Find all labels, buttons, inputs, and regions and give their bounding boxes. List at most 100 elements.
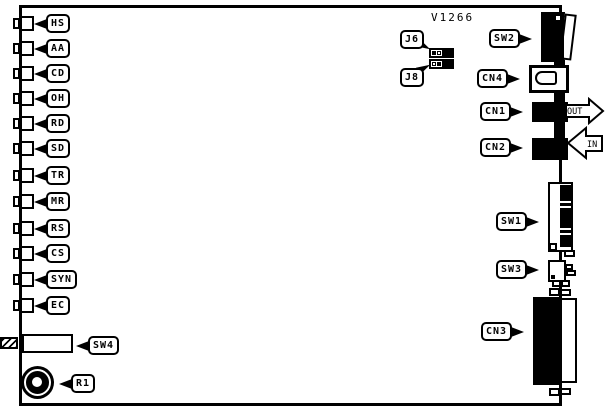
sw1-gap: [560, 233, 571, 235]
switch-label: SW3: [496, 260, 528, 279]
sw3-notch: [551, 275, 555, 279]
r1-ring: [24, 369, 51, 396]
led-label: SD: [46, 139, 71, 158]
led-row: RS: [13, 219, 71, 238]
led-pin: [13, 300, 20, 311]
sw4-tag: SW4: [76, 336, 120, 355]
sw1-tag: SW1: [496, 212, 540, 231]
sw1-gap: [560, 228, 571, 230]
led-indicator: [20, 91, 34, 106]
leader-arrow-icon: [510, 106, 524, 117]
cn4-tag: CN4: [477, 69, 521, 88]
jumper-shunt: [442, 61, 452, 67]
version-label: V1266: [431, 11, 475, 24]
leader-arrow-icon: [510, 142, 524, 153]
led-row: EC: [13, 296, 71, 315]
in-arrow-icon: IN: [566, 126, 603, 160]
cn3-mount-tab: [552, 280, 561, 287]
leader-arrow-icon: [34, 196, 47, 207]
cn4-connector: [529, 65, 569, 93]
jumper-shunt: [442, 50, 452, 56]
led-indicator: [20, 66, 34, 81]
led-indicator: [20, 272, 34, 287]
led-indicator: [20, 298, 34, 313]
led-row: SD: [13, 139, 71, 158]
connector-label: CN3: [481, 322, 513, 341]
switch-label: SW4: [88, 336, 120, 355]
led-pin: [13, 118, 20, 129]
led-row: MR: [13, 192, 71, 211]
leader-arrow-icon: [34, 68, 47, 79]
jumper-pin: [432, 51, 436, 55]
led-label: EC: [46, 296, 71, 315]
switch-label: SW2: [489, 29, 521, 48]
led-row: SYN: [13, 270, 78, 289]
leader-arrow-icon: [526, 264, 540, 275]
led-indicator: [20, 141, 34, 156]
cn2-tag: CN2: [480, 138, 524, 157]
sw3-tab: [565, 264, 573, 270]
led-label: TR: [46, 166, 71, 185]
sw2-notch: [556, 16, 560, 20]
connector-label: CN1: [480, 102, 512, 121]
cn4-jack-opening: [535, 71, 557, 85]
led-indicator: [20, 16, 34, 31]
switch-label: SW1: [496, 212, 528, 231]
led-label: RD: [46, 114, 71, 133]
jumper-pin: [437, 51, 441, 55]
cn3-mount-tab: [561, 280, 570, 287]
led-pin: [13, 143, 20, 154]
sw1-actuator-strip: [560, 185, 571, 247]
in-port-label: IN: [587, 140, 597, 150]
sw1-gap: [560, 201, 571, 203]
out-arrow-icon: OUT: [565, 97, 605, 125]
led-pin: [13, 196, 20, 207]
led-pin: [13, 68, 20, 79]
led-indicator: [20, 41, 34, 56]
jumper-pin: [432, 62, 436, 66]
r1-center-dot: [32, 377, 42, 387]
cn3-tag: CN3: [481, 322, 525, 341]
led-label: HS: [46, 14, 71, 33]
leader-arrow-icon: [34, 170, 47, 181]
leader-arrow-icon: [34, 118, 47, 129]
led-label: OH: [46, 89, 71, 108]
sw1-switch: [548, 182, 575, 257]
leader-arrow-icon: [34, 143, 47, 154]
led-label: CS: [46, 244, 71, 263]
sw1-notch: [549, 243, 557, 251]
led-pin: [13, 274, 20, 285]
led-row: HS: [13, 14, 71, 33]
leader-arrow-icon: [59, 378, 72, 389]
led-pin: [13, 18, 20, 29]
led-row: CD: [13, 64, 71, 83]
jumper-j6-block: [429, 48, 454, 58]
leader-arrow-icon: [34, 300, 47, 311]
potentiometer-label: R1: [71, 374, 96, 393]
led-label: RS: [46, 219, 71, 238]
led-row: RD: [13, 114, 71, 133]
led-indicator: [20, 246, 34, 261]
leader-arrow-icon: [526, 216, 540, 227]
cn3-mount-tab: [549, 388, 560, 396]
out-port-label: OUT: [567, 107, 582, 117]
leader-arrow-icon: [511, 326, 525, 337]
cn3-connector: [533, 297, 562, 385]
led-label: CD: [46, 64, 71, 83]
leader-arrow-icon: [34, 93, 47, 104]
led-row: OH: [13, 89, 71, 108]
jumper-pin: [437, 62, 441, 66]
leader-arrow-icon: [519, 33, 533, 44]
led-pin: [13, 248, 20, 259]
led-pin: [13, 170, 20, 181]
jumper-j6-tag: J6: [400, 30, 425, 49]
leader-arrow-icon: [507, 73, 521, 84]
connector-label: CN4: [477, 69, 509, 88]
cn1-tag: CN1: [480, 102, 524, 121]
led-indicator: [20, 194, 34, 209]
cn3-mount-tab: [549, 288, 560, 296]
cn2-connector: [532, 138, 568, 160]
leader-arrow-icon: [34, 223, 47, 234]
led-indicator: [20, 116, 34, 131]
leader-arrow-icon: [34, 248, 47, 259]
